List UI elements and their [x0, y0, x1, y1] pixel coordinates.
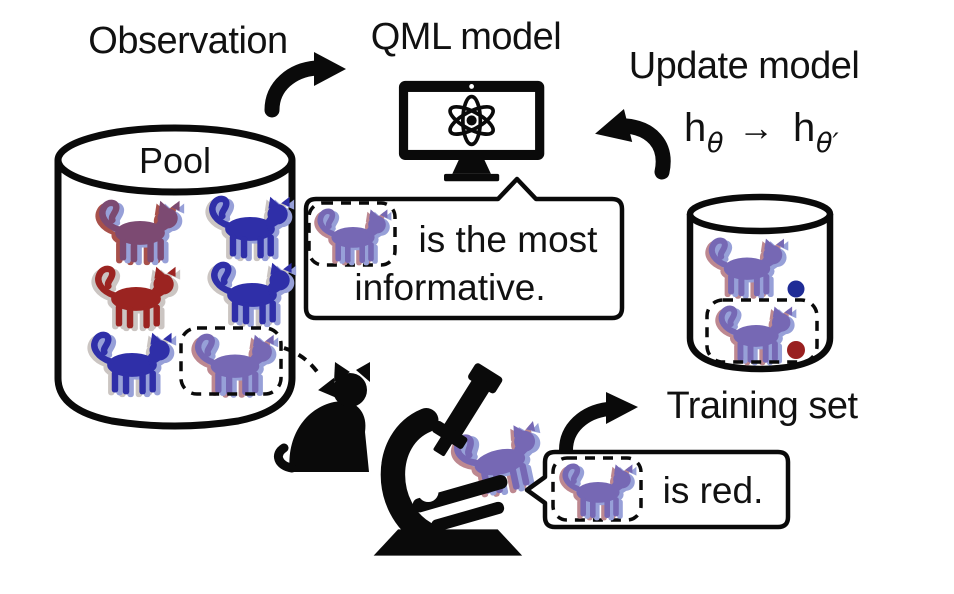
qml-model-label: QML model	[371, 16, 562, 58]
is-red-text: is red.	[663, 470, 764, 511]
red-label-dot	[787, 341, 805, 359]
query-dashed-arrow-icon	[283, 346, 338, 399]
training-set-arrow-icon	[559, 392, 638, 457]
speech-bubble-informative: is the most informative.	[303, 176, 625, 321]
update-arrow-icon	[595, 109, 671, 180]
maps-to-arrow: →	[738, 107, 774, 148]
selected-sample-dashed-box	[179, 326, 283, 396]
informative-text-line2: informative.	[354, 267, 545, 308]
blue-label-dot	[787, 280, 805, 298]
informative-text-line1: is the most	[419, 219, 599, 260]
observation-arrow-icon	[264, 52, 346, 118]
new-sample-dashed-box	[705, 298, 819, 364]
update-model-label: Update model	[629, 45, 860, 87]
hypothesis-update-notation: h θ → h θ′	[684, 106, 839, 159]
h-after: h	[793, 106, 815, 150]
observation-label: Observation	[88, 20, 287, 62]
monitor-icon	[397, 79, 547, 184]
pool-label: Pool	[139, 140, 211, 181]
h-before: h	[684, 106, 706, 150]
h-before-subscript: θ	[707, 128, 724, 159]
training-set-label: Training set	[666, 385, 858, 427]
h-after-subscript: θ′	[816, 128, 839, 159]
speech-bubble-is-red: is red.	[524, 449, 791, 530]
